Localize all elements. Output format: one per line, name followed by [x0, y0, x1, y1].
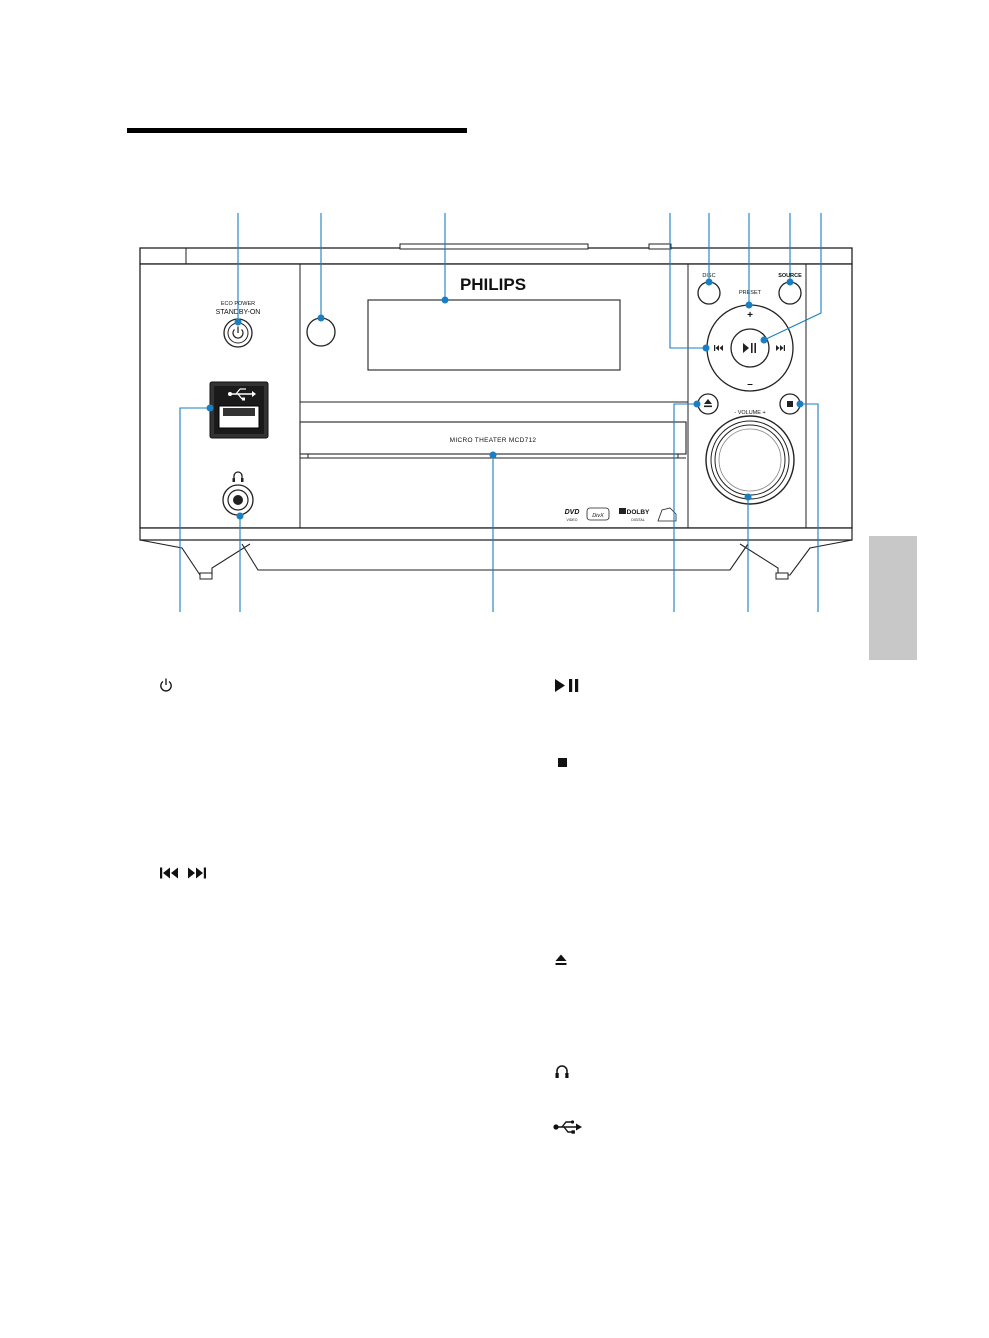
device-top: [139, 243, 853, 265]
headphone-label-icon: [232, 471, 244, 482]
device-base: [139, 527, 853, 580]
format-logos: DVD VIDEO DivX DOLBY DIGITAL: [565, 507, 677, 522]
usb-direct-logo: [657, 507, 677, 522]
prev-next-icon: [160, 867, 206, 879]
preset-minus-label: –: [747, 379, 753, 390]
power-icon: [232, 326, 244, 339]
section-tab: [869, 536, 917, 660]
headphones-icon: [555, 1065, 569, 1078]
disc-slot[interactable]: [299, 421, 687, 459]
volume-label: - VOLUME +: [734, 410, 765, 416]
title-rule: [127, 128, 467, 133]
dolby-logo: DOLBY: [627, 509, 650, 516]
headphone-jack[interactable]: [222, 484, 254, 516]
preset-plus-label: +: [747, 310, 753, 321]
eject-icon: [555, 954, 567, 965]
play-pause-button[interactable]: [730, 328, 770, 368]
eject-button[interactable]: [697, 393, 719, 415]
play-pause-icon: [555, 679, 579, 692]
divx-logo: DivX: [592, 513, 604, 519]
model-label: MICRO THEATER MCD712: [450, 437, 537, 444]
preset-label: PRESET: [739, 290, 762, 296]
power-icon: [160, 678, 172, 692]
next-button[interactable]: [776, 345, 785, 351]
volume-knob[interactable]: [705, 415, 795, 505]
standby-on-button[interactable]: [223, 318, 253, 348]
usb-icon: [553, 1120, 582, 1134]
prev-button[interactable]: [714, 345, 723, 351]
stop-icon: [558, 758, 567, 767]
dvd-video-logo: VIDEO: [567, 518, 578, 522]
device-front-panel-diagram: ECO POWER STANDBY-ON: [139, 213, 853, 612]
brand-logo: PHILIPS: [460, 275, 526, 294]
stop-button[interactable]: [779, 393, 801, 415]
display-panel: [367, 299, 621, 371]
usb-icon: [228, 388, 256, 401]
callout-dots: [206, 278, 804, 520]
usb-port[interactable]: [209, 381, 269, 439]
dolby-digital-logo: DIGITAL: [631, 518, 644, 522]
dvd-logo: DVD: [565, 509, 580, 516]
callout-lines: [179, 213, 822, 612]
ir-sensor: [306, 317, 336, 347]
